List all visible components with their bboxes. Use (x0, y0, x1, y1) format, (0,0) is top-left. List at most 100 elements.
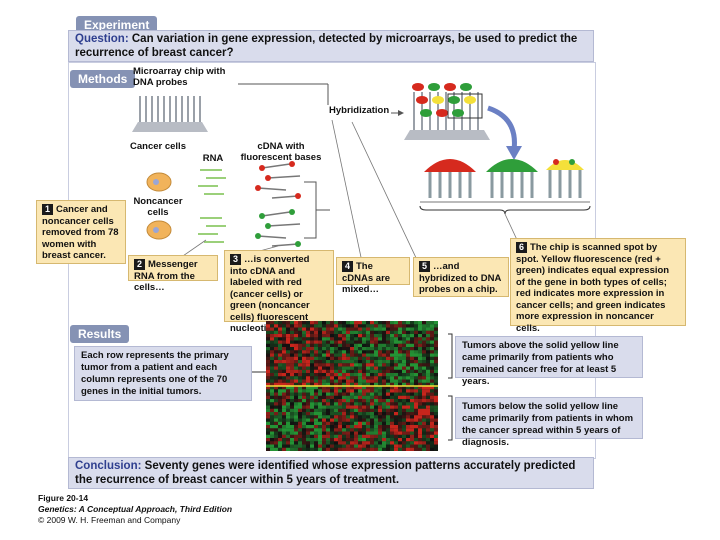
heatmap-cell (298, 421, 302, 425)
heatmap-cell (386, 363, 390, 367)
heatmap-cell (386, 340, 390, 344)
heatmap-cell (278, 447, 282, 451)
heatmap-cell (286, 402, 290, 406)
heatmap-cell (350, 408, 354, 412)
heatmap-cell (354, 347, 358, 351)
heatmap-cell (334, 392, 338, 396)
heatmap-cell (278, 334, 282, 338)
heatmap-cell (362, 428, 366, 432)
heatmap-cell (402, 421, 406, 425)
heatmap-cell (394, 379, 398, 383)
heatmap-cell (394, 434, 398, 438)
heatmap-cell (394, 324, 398, 328)
heatmap-cell (366, 392, 370, 396)
heatmap-cell (422, 418, 426, 422)
heatmap-cell (282, 431, 286, 435)
heatmap-cell (330, 327, 334, 331)
heatmap-cell (294, 353, 298, 357)
heatmap-cell (414, 379, 418, 383)
heatmap-cell (278, 431, 282, 435)
heatmap-cell (298, 438, 302, 442)
heatmap-cell (386, 431, 390, 435)
heatmap-cell (414, 415, 418, 419)
heatmap-cell (318, 425, 322, 429)
heatmap-cell (414, 327, 418, 331)
heatmap-cell (390, 441, 394, 445)
heatmap-cell (378, 356, 382, 360)
heatmap-cell (326, 324, 330, 328)
heatmap-cell (282, 373, 286, 377)
heatmap-cell (410, 412, 414, 416)
heatmap-cell (330, 330, 334, 334)
heatmap-cell (290, 343, 294, 347)
heatmap-cell (398, 356, 402, 360)
heatmap-cell (314, 334, 318, 338)
above-line-note: Tumors above the solid yellow line came … (455, 336, 643, 387)
heatmap-cell (358, 408, 362, 412)
heatmap-cell (294, 447, 298, 451)
heatmap-cell (290, 366, 294, 370)
heatmap-cell (310, 438, 314, 442)
heatmap-cell (366, 321, 370, 325)
heatmap-cell (322, 343, 326, 347)
heatmap-cell (374, 324, 378, 328)
heatmap-cell (430, 369, 434, 373)
question-box: Question: Can variation in gene expressi… (68, 30, 594, 62)
heatmap-cell (418, 353, 422, 357)
heatmap-cell (398, 392, 402, 396)
heatmap-cell (318, 415, 322, 419)
heatmap-cell (326, 441, 330, 445)
heatmap-cell (362, 327, 366, 331)
heatmap-cell (274, 395, 278, 399)
heatmap-cell (430, 363, 434, 367)
heatmap-cell (274, 412, 278, 416)
heatmap-cell (290, 408, 294, 412)
heatmap-cell (358, 343, 362, 347)
heatmap-cell (374, 350, 378, 354)
heatmap-cell (410, 421, 414, 425)
heatmap-cell (398, 334, 402, 338)
heatmap-cell (406, 334, 410, 338)
heatmap-cell (346, 447, 350, 451)
heatmap-cell (310, 434, 314, 438)
heatmap-cell (294, 373, 298, 377)
heatmap-cell (326, 402, 330, 406)
heatmap-cell (386, 408, 390, 412)
heatmap-cell (322, 386, 326, 390)
heatmap-cell (374, 415, 378, 419)
heatmap-cell (290, 334, 294, 338)
heatmap-cell (314, 382, 318, 386)
heatmap-cell (270, 406, 274, 409)
heatmap-cell (418, 379, 422, 383)
heatmap-cell (418, 382, 422, 386)
heatmap-cell (406, 431, 410, 435)
heatmap-cell (422, 425, 426, 429)
heatmap-cell (282, 392, 286, 396)
heatmap-cell (358, 347, 362, 351)
heatmap-cell (342, 408, 346, 412)
heatmap-cell (282, 434, 286, 438)
heatmap-cell (290, 321, 294, 325)
heatmap-cell (310, 324, 314, 328)
heatmap-cell (298, 334, 302, 338)
heatmap-cell (266, 366, 270, 370)
heatmap-cell (398, 412, 402, 416)
heatmap-cell (366, 444, 370, 448)
heatmap-cell (294, 399, 298, 403)
heatmap-cell (354, 363, 358, 367)
heatmap-cell (278, 389, 282, 393)
heatmap-cell (266, 392, 270, 396)
heatmap-cell (394, 392, 398, 396)
heatmap-cell (318, 418, 322, 422)
heatmap-cell (338, 412, 342, 416)
heatmap-cell (358, 392, 362, 396)
heatmap-cell (298, 360, 302, 364)
heatmap-cell (314, 343, 318, 347)
heatmap-cell (346, 408, 350, 412)
heatmap-cell (378, 421, 382, 425)
heatmap-cell (422, 382, 426, 386)
heatmap-cell (278, 425, 282, 429)
heatmap-cell (374, 379, 378, 383)
heatmap-cell (402, 434, 406, 438)
heatmap-cell (406, 408, 410, 412)
